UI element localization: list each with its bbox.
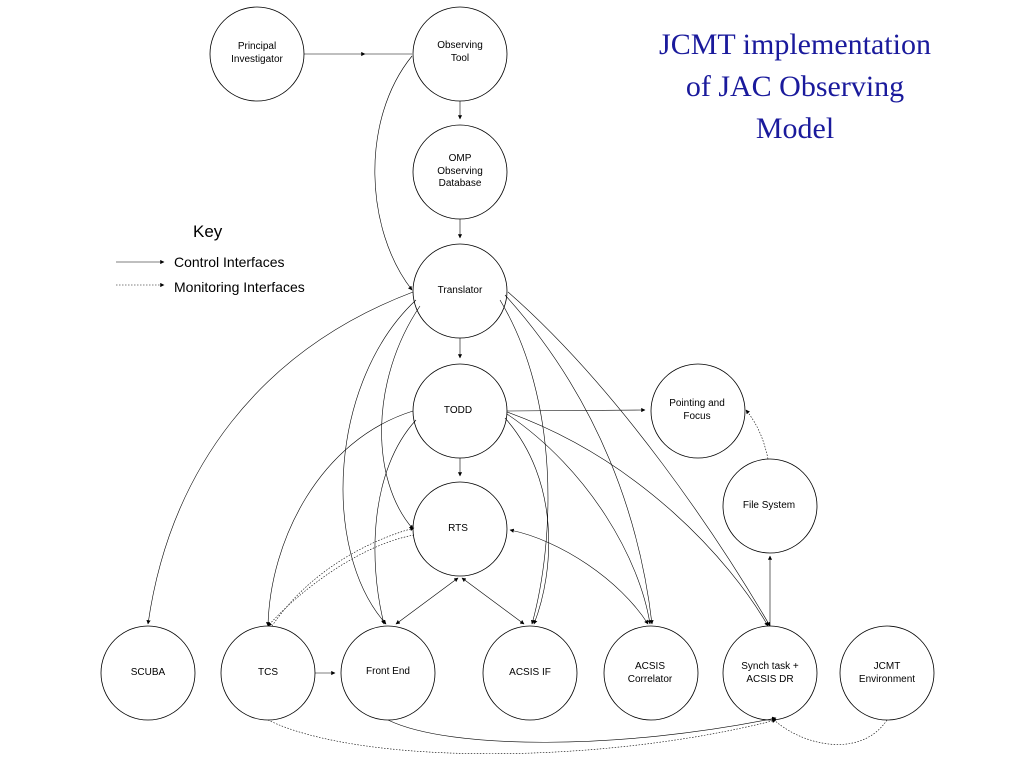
node-rts: RTS xyxy=(408,523,508,536)
edge-todd-to-correlator xyxy=(506,413,652,625)
edge-translator-to-correlator xyxy=(504,294,654,625)
node-observing-tool: Observing Tool xyxy=(410,40,510,65)
key-title: Key xyxy=(193,222,223,241)
node-synch-task-line-1: Synch task + xyxy=(741,661,799,672)
node-pointing-focus-circle xyxy=(650,363,746,459)
edge-tcs-to-rts-monitor xyxy=(271,526,415,627)
edge-ot-to-translator xyxy=(374,55,413,291)
node-acsis-correlator-line-2: Correlator xyxy=(627,673,673,685)
edge-tcs-to-synch-monitor xyxy=(267,718,777,754)
edge-todd-to-acsis-if xyxy=(504,417,549,625)
node-acsis-correlator-line-1: ACSIS xyxy=(634,661,665,672)
node-acsis-if-circle xyxy=(482,625,578,721)
title-line-1: JCMT implementation xyxy=(659,28,931,61)
node-scuba-line-1: SCUBA xyxy=(130,667,166,678)
edge-translator-to-rts xyxy=(381,305,421,530)
edge-todd-to-pointing xyxy=(506,407,646,413)
edge-todd-to-tcs xyxy=(265,410,414,627)
node-jcmt-environment: JCMT Environment xyxy=(837,661,937,686)
node-file-system-circle xyxy=(722,458,818,554)
node-file-system-line-1: File System xyxy=(742,500,796,511)
node-scuba: SCUBA xyxy=(98,667,198,680)
edge-jcmt-env-to-synch xyxy=(771,717,888,745)
node-todd: TODD xyxy=(408,405,508,418)
edge-todd-to-frontend xyxy=(374,419,417,625)
node-synch-task-line-2: ACSIS DR xyxy=(746,673,794,685)
node-pointing-focus-line-1: Pointing and xyxy=(669,398,725,409)
node-pointing-focus-line-2: Focus xyxy=(683,410,711,422)
node-jcmt-environment-line-1: JCMT xyxy=(873,661,901,672)
node-tcs: TCS xyxy=(218,667,318,680)
node-acsis-correlator: ACSIS Correlator xyxy=(600,661,700,686)
key-control-label: Control Interfaces xyxy=(174,254,285,270)
edge-rts-frontend xyxy=(395,577,459,625)
node-principal-investigator-line-2: Investigator xyxy=(231,53,283,65)
node-principal-investigator: Principal Investigator xyxy=(207,41,307,66)
node-scuba-circle xyxy=(100,625,196,721)
edge-rts-to-tcs-monitor xyxy=(267,534,415,627)
edge-translator-to-synch xyxy=(507,291,771,627)
node-file-system: File System xyxy=(719,500,819,513)
edge-translator-to-scuba xyxy=(146,291,414,625)
node-tcs-line-1: TCS xyxy=(258,667,278,678)
node-front-end: Front End xyxy=(338,666,438,679)
title-line-3: Model xyxy=(755,112,835,145)
node-acsis-if: ACSIS IF xyxy=(480,667,580,680)
node-pointing-focus: Pointing and Focus xyxy=(647,398,747,423)
node-principal-investigator-line-1: Principal xyxy=(237,41,277,52)
key-monitoring-label: Monitoring Interfaces xyxy=(174,279,305,295)
node-translator-line-1: Translator xyxy=(437,285,483,296)
node-front-end-line-1: Front End xyxy=(366,666,410,677)
node-todd-line-1: TODD xyxy=(443,405,473,416)
edge-rts-acsis-if xyxy=(461,577,525,625)
edge-translator-to-acsis-if xyxy=(499,299,549,625)
node-omp-database-line-2: Observing xyxy=(437,165,483,177)
edge-frontend-to-synch xyxy=(387,716,777,743)
node-translator: Translator xyxy=(410,285,510,298)
edge-translator-to-frontend xyxy=(342,299,417,625)
node-rts-line-1: RTS xyxy=(448,523,468,534)
node-omp-database-line-3: Database xyxy=(438,178,482,189)
edge-todd-to-synch xyxy=(506,411,769,627)
node-jcmt-environment-line-2: Environment xyxy=(858,673,916,685)
edge-rts-correlator xyxy=(509,528,649,625)
title-line-2: of JAC Observing xyxy=(685,70,905,103)
node-observing-tool-line-2: Tool xyxy=(450,52,470,64)
node-omp-database-line-1: OMP xyxy=(448,153,472,164)
node-observing-tool-line-1: Observing xyxy=(437,40,483,51)
slide-title: JCMT implementation of JAC Observing Mod… xyxy=(620,24,970,150)
node-omp-database: OMP Observing Database xyxy=(410,153,510,191)
node-synch-task: Synch task + ACSIS DR xyxy=(720,661,820,686)
node-acsis-if-line-1: ACSIS IF xyxy=(509,667,551,678)
edge-filesystem-to-pointing xyxy=(745,409,769,460)
node-acsis-correlator-circle xyxy=(603,625,699,721)
